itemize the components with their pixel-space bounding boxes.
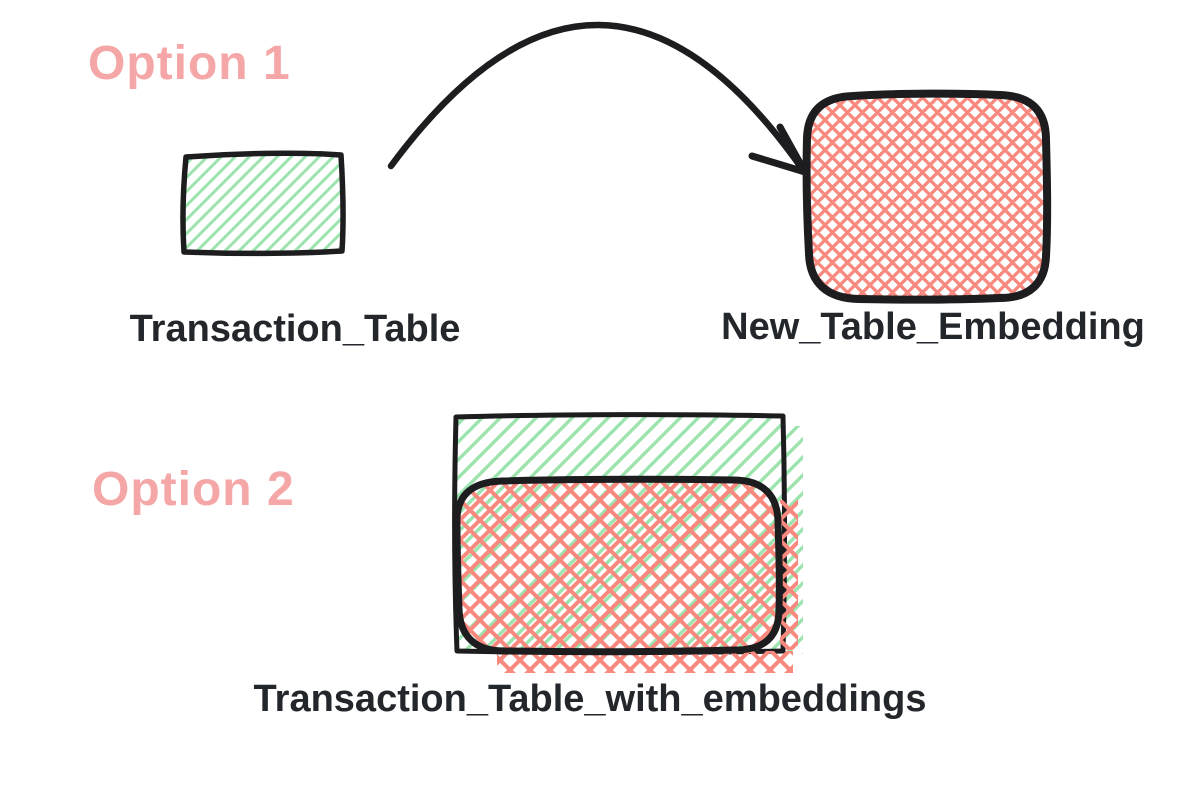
transaction-table-box <box>180 150 346 257</box>
arrow-curve <box>387 21 807 174</box>
option2-heading: Option 2 <box>92 463 295 516</box>
transaction-table-with-embeddings-label: Transaction_Table_with_embeddings <box>253 678 927 720</box>
embeddings-overlay-box <box>453 475 783 656</box>
new-table-embedding-label: New_Table_Embedding <box>721 306 1145 348</box>
transaction-table-label: Transaction_Table <box>129 308 461 350</box>
option1-heading: Option 1 <box>88 37 291 90</box>
red-crosshatch-spill-bottom <box>497 651 793 673</box>
new-table-embedding-box <box>802 89 1052 304</box>
red-crosshatch-spill-right <box>780 500 798 650</box>
